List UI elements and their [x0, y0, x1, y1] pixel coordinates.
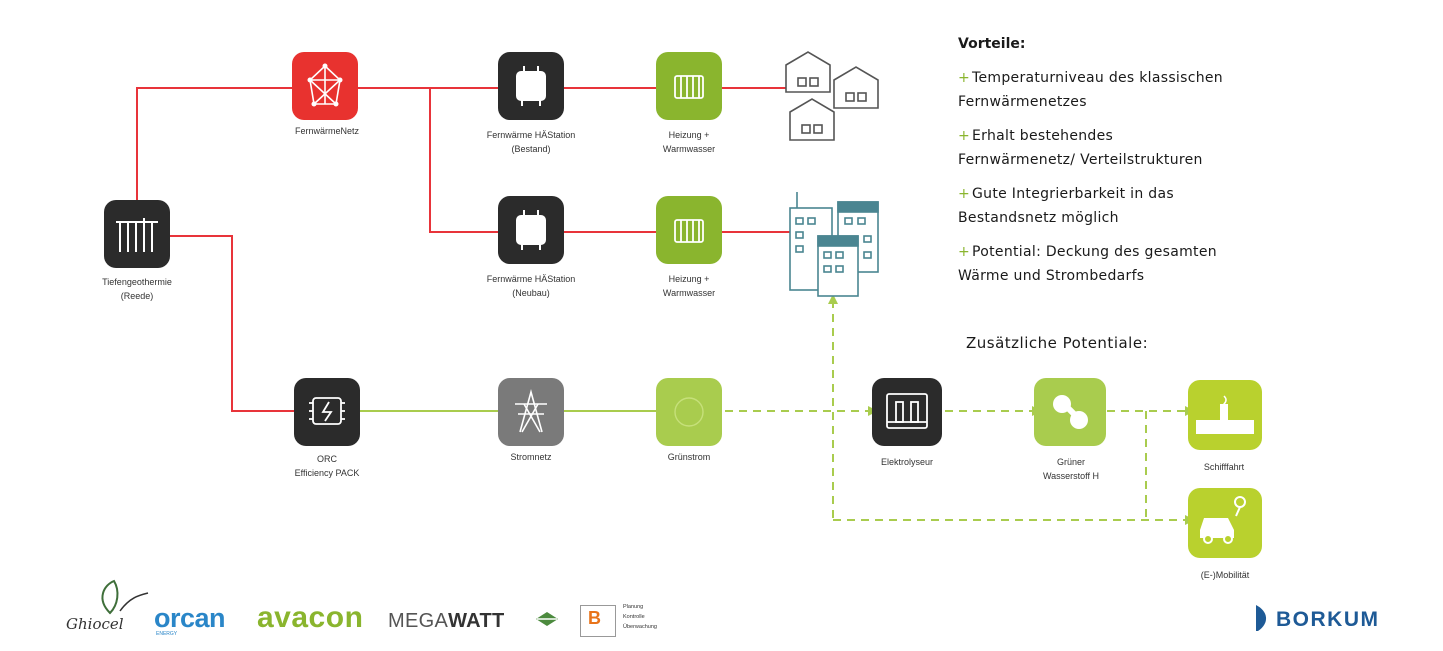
green-power-icon: [674, 397, 704, 427]
node-elektrolyseur: Elektrolyseur: [872, 378, 942, 467]
plus-bullet-icon: +: [958, 186, 971, 202]
label-hast-neubau-2: (Neubau): [512, 288, 550, 298]
advantage-text-1a: Temperaturniveau des klassischen: [972, 70, 1223, 86]
label-heizung-2-2: Warmwasser: [663, 288, 715, 298]
advantage-text-4b: Wärme und Strombedarfs: [958, 268, 1145, 284]
advantage-text-3b: Bestandsnetz möglich: [958, 210, 1119, 226]
label-tiefengeo-2: (Reede): [121, 291, 154, 301]
houses-icon: [785, 51, 879, 141]
node-tiefengeothermie: Tiefengeothermie (Reede): [102, 200, 172, 301]
partner-logos: Ghiocel orcan ENERGY avacon MEGAWATT B P…: [0, 575, 1443, 645]
b-logo-line: Kontrolle: [623, 614, 645, 620]
advantage-item: +Potential: Deckung des gesamten Wärme u…: [958, 240, 1428, 288]
generator-icon: [309, 397, 345, 425]
potentials-heading: Zusätzliche Potentiale:: [966, 334, 1149, 352]
advantage-text-2a: Erhalt bestehendes: [972, 128, 1114, 144]
label-heizung-2-1: Heizung +: [669, 274, 710, 284]
label-gruenstrom: Grünstrom: [668, 452, 711, 462]
node-schifffahrt: Schifffahrt: [1188, 380, 1262, 472]
radiator-icon: [674, 219, 704, 243]
network-icon: [309, 64, 341, 105]
b-logo-line: Überwachung: [623, 624, 657, 630]
label-heizung-1-1: Heizung +: [669, 130, 710, 140]
transfer-station-icon: [516, 66, 546, 106]
node-heizung-1: Heizung + Warmwasser: [656, 52, 722, 154]
label-stromnetz: Stromnetz: [510, 452, 552, 462]
advantage-text-2b: Fernwärmenetz/ Verteilstrukturen: [958, 152, 1203, 168]
transfer-station-icon: [516, 210, 546, 250]
label-schifffahrt: Schifffahrt: [1204, 462, 1245, 472]
electrolyzer-icon: [886, 393, 928, 429]
label-orc-2: Efficiency PACK: [295, 468, 360, 478]
label-elektrolyseur: Elektrolyseur: [881, 457, 933, 467]
advantage-text-3a: Gute Integrierbarkeit in das: [972, 186, 1174, 202]
advantage-item: +Temperaturniveau des klassischen Fernwä…: [958, 66, 1428, 114]
plus-bullet-icon: +: [958, 70, 971, 86]
megawatt-diamond-icon: [536, 612, 558, 626]
avacon-logo: avacon: [257, 601, 364, 634]
advantage-text-4a: Potential: Deckung des gesamten: [972, 244, 1217, 260]
power-pylon-icon: [515, 388, 547, 433]
megawatt-logo-a: MEGA: [388, 610, 449, 632]
advantage-item: +Gute Integrierbarkeit in das Bestandsne…: [958, 182, 1428, 230]
orcan-logo-sub: ENERGY: [156, 631, 178, 637]
label-wasserstoff-2: Wasserstoff H: [1043, 471, 1099, 481]
drill-rig-icon: [116, 218, 158, 252]
node-heizung-2: Heizung + Warmwasser: [656, 196, 722, 298]
node-wasserstoff: Grüner Wasserstoff H: [1034, 378, 1106, 481]
b-logo-text: Planung Kontrolle Überwachung: [623, 602, 683, 632]
plus-bullet-icon: +: [958, 128, 971, 144]
advantage-item: +Erhalt bestehendes Fernwärmenetz/ Verte…: [958, 124, 1428, 172]
ghiocel-leaf-icon: [101, 579, 149, 615]
advantages-panel: Vorteile: +Temperaturniveau des klassisc…: [958, 36, 1428, 298]
borkum-sail-icon: [1256, 605, 1267, 631]
label-tiefengeo-1: Tiefengeothermie: [102, 277, 172, 287]
node-emobil: (E-)Mobilität: [1188, 488, 1262, 580]
label-wasserstoff-1: Grüner: [1057, 457, 1085, 467]
borkum-logo: BORKUM: [1276, 608, 1380, 631]
label-hast-bestand-1: Fernwärme HÄStation: [487, 130, 576, 140]
b-logo-line: Planung: [623, 604, 644, 610]
advantages-heading: Vorteile:: [958, 36, 1026, 52]
megawatt-logo-b: WATT: [448, 610, 505, 632]
electric-car-icon: [1200, 496, 1246, 544]
ship-icon: [1196, 395, 1254, 434]
node-gruenstrom: Grünstrom: [656, 378, 722, 462]
b-logo-letter: B: [588, 608, 601, 628]
b-logo-box: [580, 605, 616, 637]
orcan-logo: orcan: [154, 603, 226, 633]
radiator-icon: [674, 75, 704, 99]
node-hast-neubau: Fernwärme HÄStation (Neubau): [487, 196, 576, 298]
plus-bullet-icon: +: [958, 244, 971, 260]
node-fernwaermenetz: FernwärmeNetz: [292, 52, 360, 136]
label-heizung-1-2: Warmwasser: [663, 144, 715, 154]
ghiocel-logo: Ghiocel: [66, 615, 124, 633]
label-fernwaermenetz: FernwärmeNetz: [295, 126, 360, 136]
label-hast-neubau-1: Fernwärme HÄStation: [487, 274, 576, 284]
hydrogen-molecule-icon: [1053, 395, 1088, 429]
label-emobil: (E-)Mobilität: [1201, 570, 1250, 580]
node-orc: ORC Efficiency PACK: [294, 378, 360, 478]
dashed-power-lines: [725, 300, 1185, 521]
apartment-buildings-icon: [789, 192, 879, 297]
label-hast-bestand-2: (Bestand): [511, 144, 550, 154]
advantage-text-1b: Fernwärmenetzes: [958, 94, 1087, 110]
label-orc-1: ORC: [317, 454, 338, 464]
megawatt-logo: MEGAWATT: [388, 610, 504, 633]
node-stromnetz: Stromnetz: [498, 378, 564, 462]
node-hast-bestand: Fernwärme HÄStation (Bestand): [487, 52, 576, 154]
